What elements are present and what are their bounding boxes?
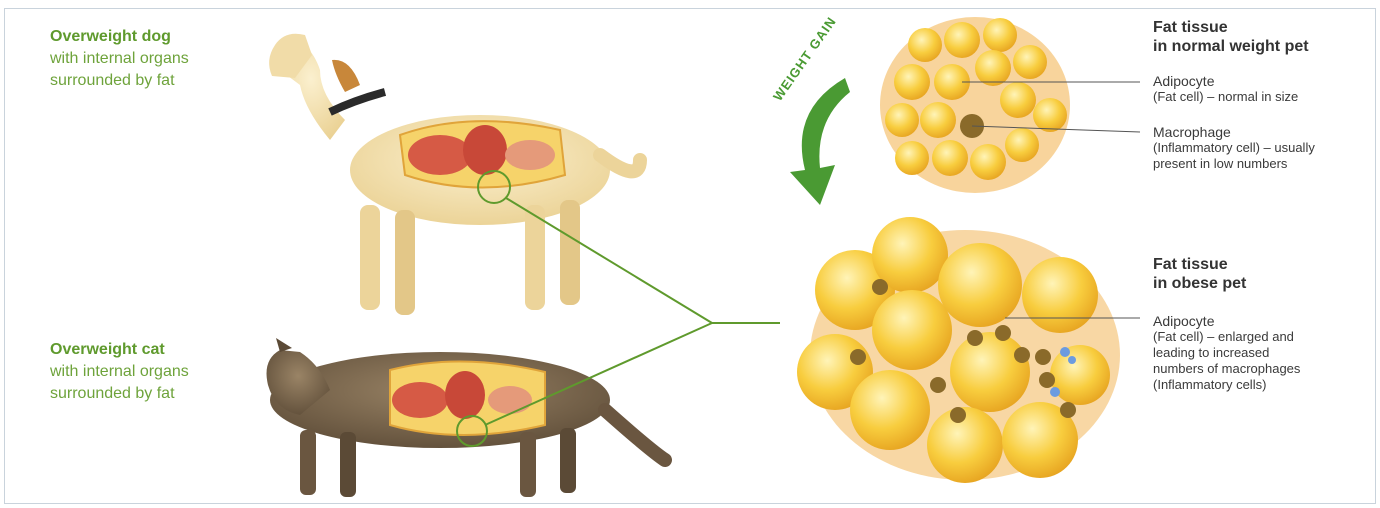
- obese-adipocyte-desc2: leading to increased: [1153, 345, 1363, 361]
- normal-tissue-heading: Fat tissue in normal weight pet: [1153, 18, 1363, 56]
- obese-tissue-heading: Fat tissue in obese pet: [1153, 255, 1363, 293]
- weight-gain-arrow-icon: [790, 78, 850, 205]
- normal-heading-line1: Fat tissue: [1153, 18, 1363, 37]
- cat-caption-line2: surrounded by fat: [50, 383, 270, 405]
- dog-caption-title: Overweight dog: [50, 26, 270, 48]
- obese-adipocyte-desc3: numbers of macrophages: [1153, 361, 1363, 377]
- obese-adipocyte-desc1: (Fat cell) – enlarged and: [1153, 329, 1363, 345]
- dog-caption-line1: with internal organs: [50, 48, 270, 70]
- obese-adipocyte-label: Adipocyte (Fat cell) – enlarged and lead…: [1153, 313, 1363, 393]
- normal-adipocyte-label: Adipocyte (Fat cell) – normal in size: [1153, 73, 1363, 105]
- obese-fat-tissue: [797, 217, 1120, 483]
- normal-adipocyte-desc: (Fat cell) – normal in size: [1153, 89, 1363, 105]
- cat-caption-title: Overweight cat: [50, 339, 270, 361]
- dog-illustration: [269, 34, 640, 315]
- normal-macrophage-title: Macrophage: [1153, 124, 1363, 140]
- normal-macrophage-desc1: (Inflammatory cell) – usually: [1153, 140, 1363, 156]
- cat-caption: Overweight cat with internal organs surr…: [50, 339, 270, 405]
- normal-fat-tissue: [880, 17, 1070, 193]
- normal-adipocyte-title: Adipocyte: [1153, 73, 1363, 89]
- obese-adipocyte-desc4: (Inflammatory cells): [1153, 377, 1363, 393]
- normal-macrophage-desc2: present in low numbers: [1153, 156, 1363, 172]
- obese-heading-line1: Fat tissue: [1153, 255, 1363, 274]
- obese-heading-line2: in obese pet: [1153, 274, 1363, 293]
- normal-macrophage-label: Macrophage (Inflammatory cell) – usually…: [1153, 124, 1363, 172]
- dog-caption: Overweight dog with internal organs surr…: [50, 26, 270, 92]
- obese-adipocyte-title: Adipocyte: [1153, 313, 1363, 329]
- normal-heading-line2: in normal weight pet: [1153, 37, 1363, 56]
- cat-caption-line1: with internal organs: [50, 361, 270, 383]
- dog-caption-line2: surrounded by fat: [50, 70, 270, 92]
